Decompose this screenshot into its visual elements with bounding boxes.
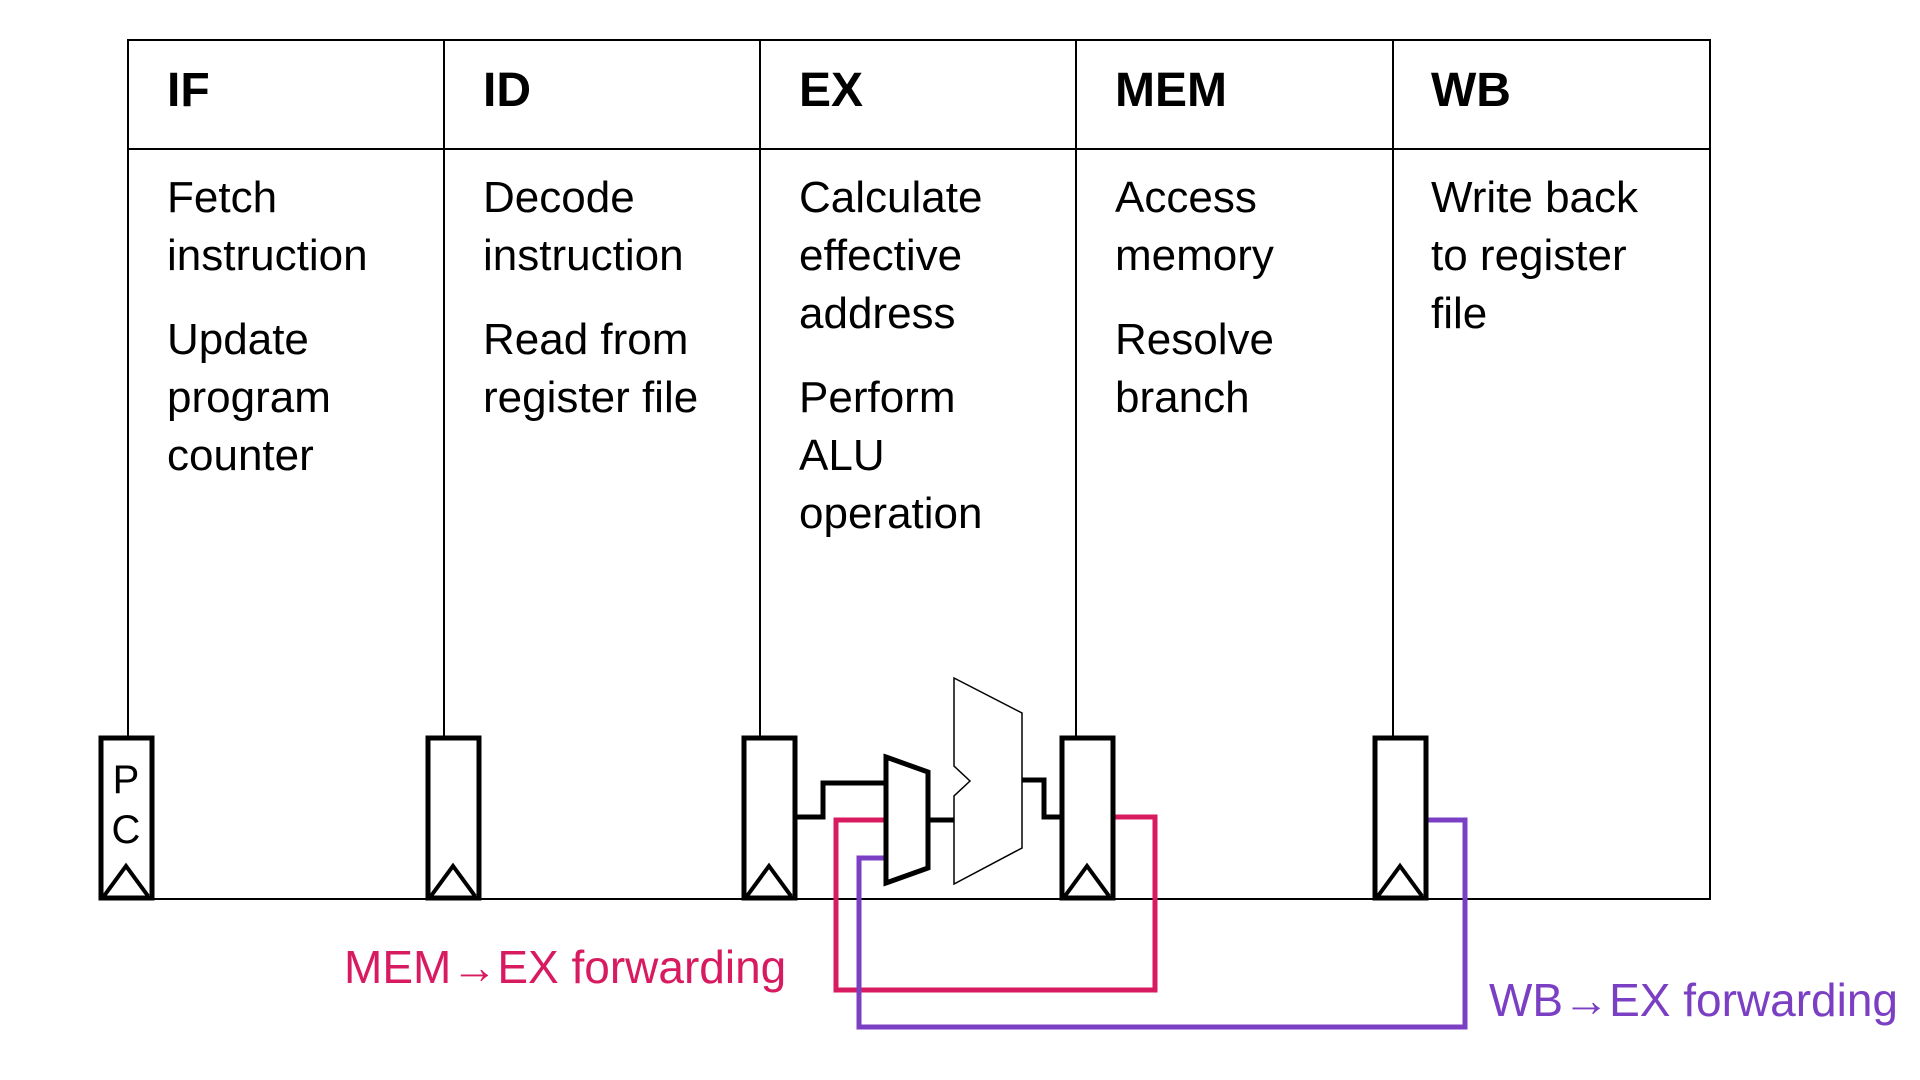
alu	[953, 676, 1023, 886]
mem-desc-line: memory	[1115, 231, 1274, 280]
clock-triangle-icon	[1063, 862, 1111, 898]
stage-title-ex: EX	[799, 64, 863, 117]
ex-desc-line: address	[799, 289, 956, 338]
register-box	[1059, 735, 1116, 901]
table-border	[127, 39, 1711, 900]
wb-to-ex-forwarding-path	[856, 817, 1468, 1030]
stage-title-wb: WB	[1431, 64, 1511, 117]
ex-desc-line: effective	[799, 231, 962, 280]
clock-triangle-icon	[102, 862, 150, 898]
stage-table	[127, 39, 1711, 900]
clock-triangle-icon	[429, 862, 477, 898]
mem-desc-line: Resolve	[1115, 315, 1274, 364]
mem-to-ex-label: MEM→EX forwarding	[344, 941, 786, 993]
clock-triangle-icon	[745, 862, 793, 898]
ex-desc-line: Calculate	[799, 173, 982, 222]
ex-desc-line: ALU	[799, 431, 885, 480]
register-box	[741, 735, 798, 901]
wb-to-ex-wire	[856, 817, 1468, 1030]
forwarding-mux	[883, 753, 931, 887]
alu-to-exmem-wire	[1022, 777, 1062, 820]
if-desc-line: Update	[167, 315, 309, 364]
mem-wb-register	[1372, 735, 1429, 901]
mem-to-ex-wire	[833, 814, 1158, 993]
register-box	[1372, 735, 1429, 901]
wb-to-ex-label: WB→EX forwarding	[1489, 974, 1898, 1026]
id-desc-line: register file	[483, 373, 698, 422]
wb-desc-line: to register	[1431, 231, 1627, 280]
id-ex-register	[741, 735, 798, 901]
wb-desc-line: file	[1431, 289, 1487, 338]
wb-desc-line: Write back	[1431, 173, 1639, 222]
pipeline-registers: P C	[98, 735, 1429, 901]
mem-desc-line: branch	[1115, 373, 1250, 422]
register-box	[425, 735, 482, 901]
pc-label-p: P	[113, 758, 140, 802]
stage-descriptions: Fetch instruction Update program counter…	[167, 173, 1639, 538]
id-desc-line: Read from	[483, 315, 688, 364]
id-desc-line: Decode	[483, 173, 635, 222]
ex-desc-line: Perform	[799, 373, 955, 422]
ex-datapath-wires	[794, 777, 1062, 823]
if-desc-line: counter	[167, 431, 314, 480]
mem-to-ex-forwarding-path	[833, 814, 1158, 993]
idex-to-mux-wire	[794, 780, 886, 820]
mem-desc-line: Access	[1115, 173, 1257, 222]
if-desc-line: instruction	[167, 231, 368, 280]
pc-label-c: C	[112, 808, 141, 852]
stage-headers: IF ID EX MEM WB	[167, 64, 1511, 117]
id-desc-line: instruction	[483, 231, 684, 280]
stage-title-id: ID	[483, 64, 531, 117]
if-id-register	[425, 735, 482, 901]
clock-triangle-icon	[1376, 862, 1424, 898]
stage-title-if: IF	[167, 64, 210, 117]
pc-register: P C	[98, 735, 155, 901]
if-desc-line: program	[167, 373, 331, 422]
if-desc-line: Fetch	[167, 173, 277, 222]
ex-mem-register	[1059, 735, 1116, 901]
stage-title-mem: MEM	[1115, 64, 1227, 117]
ex-desc-line: operation	[799, 489, 982, 538]
register-box	[98, 735, 155, 901]
